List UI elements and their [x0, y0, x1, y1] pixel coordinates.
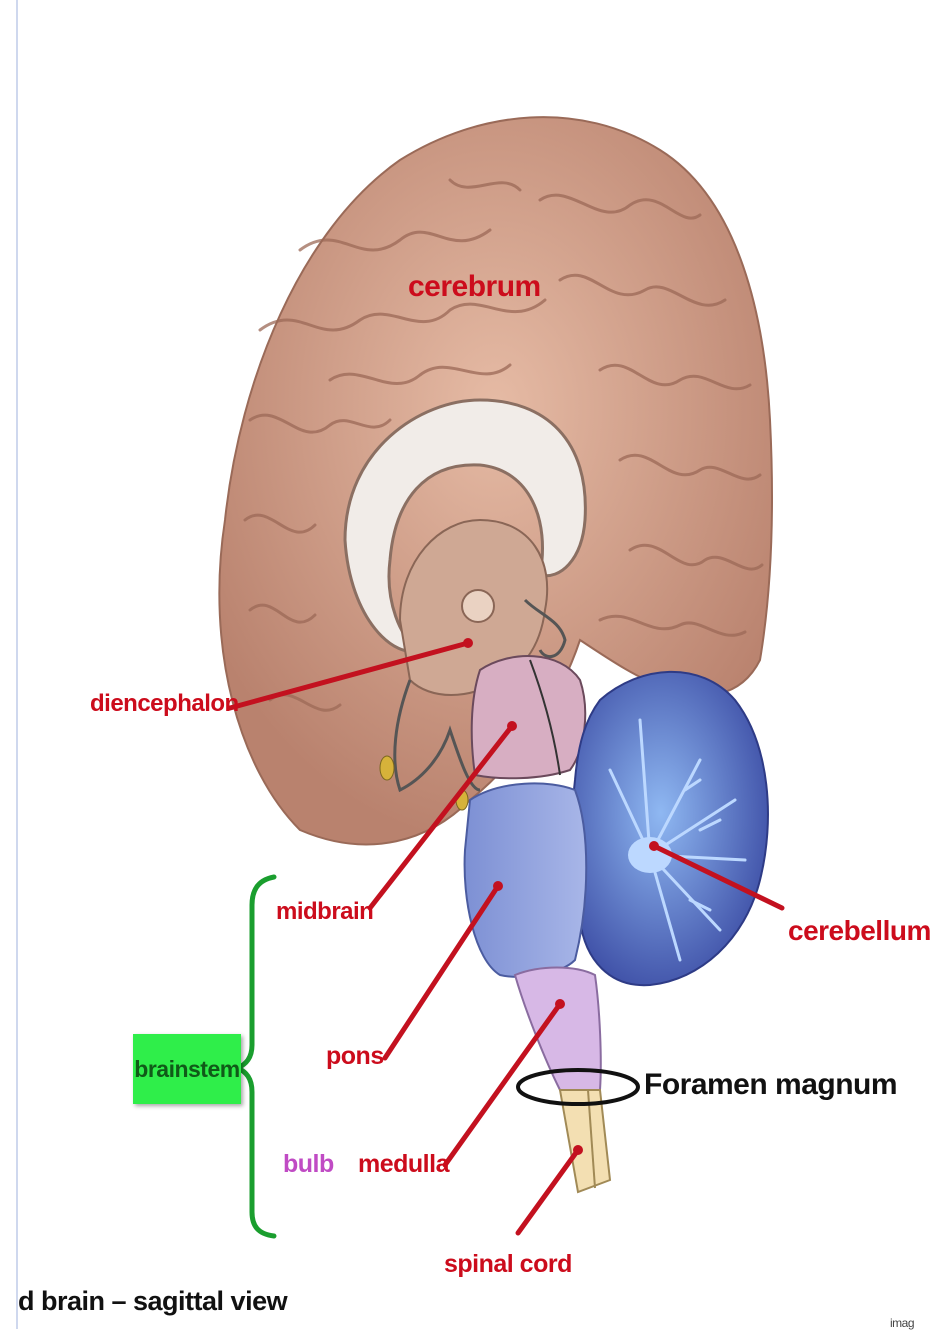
- label-spinal-cord: spinal cord: [444, 1250, 572, 1279]
- cerebellum-shape: [573, 672, 768, 985]
- leader-medulla: [445, 1004, 560, 1165]
- label-cerebrum: cerebrum: [408, 270, 541, 304]
- pons-shape: [465, 783, 587, 976]
- label-bulb: bulb: [283, 1150, 334, 1179]
- corner-text: imag: [890, 1316, 914, 1330]
- brainstem-bracket: [238, 877, 274, 1236]
- optic-structure: [380, 756, 394, 780]
- label-brainstem-box: brainstem: [133, 1034, 241, 1104]
- label-medulla: medulla: [358, 1150, 449, 1179]
- label-foramen-magnum: Foramen magnum: [644, 1068, 897, 1102]
- leader-spinal: [518, 1150, 578, 1233]
- leader-pons: [385, 886, 498, 1058]
- label-pons: pons: [326, 1042, 384, 1071]
- label-midbrain: midbrain: [276, 898, 373, 926]
- midbrain-shape: [472, 656, 585, 778]
- label-cerebellum: cerebellum: [788, 915, 931, 947]
- arbor-vitae-core: [628, 837, 672, 873]
- label-diencephalon: diencephalon: [90, 690, 239, 718]
- thalamus-shape: [462, 590, 494, 622]
- caption-text: d brain – sagittal view: [18, 1286, 287, 1317]
